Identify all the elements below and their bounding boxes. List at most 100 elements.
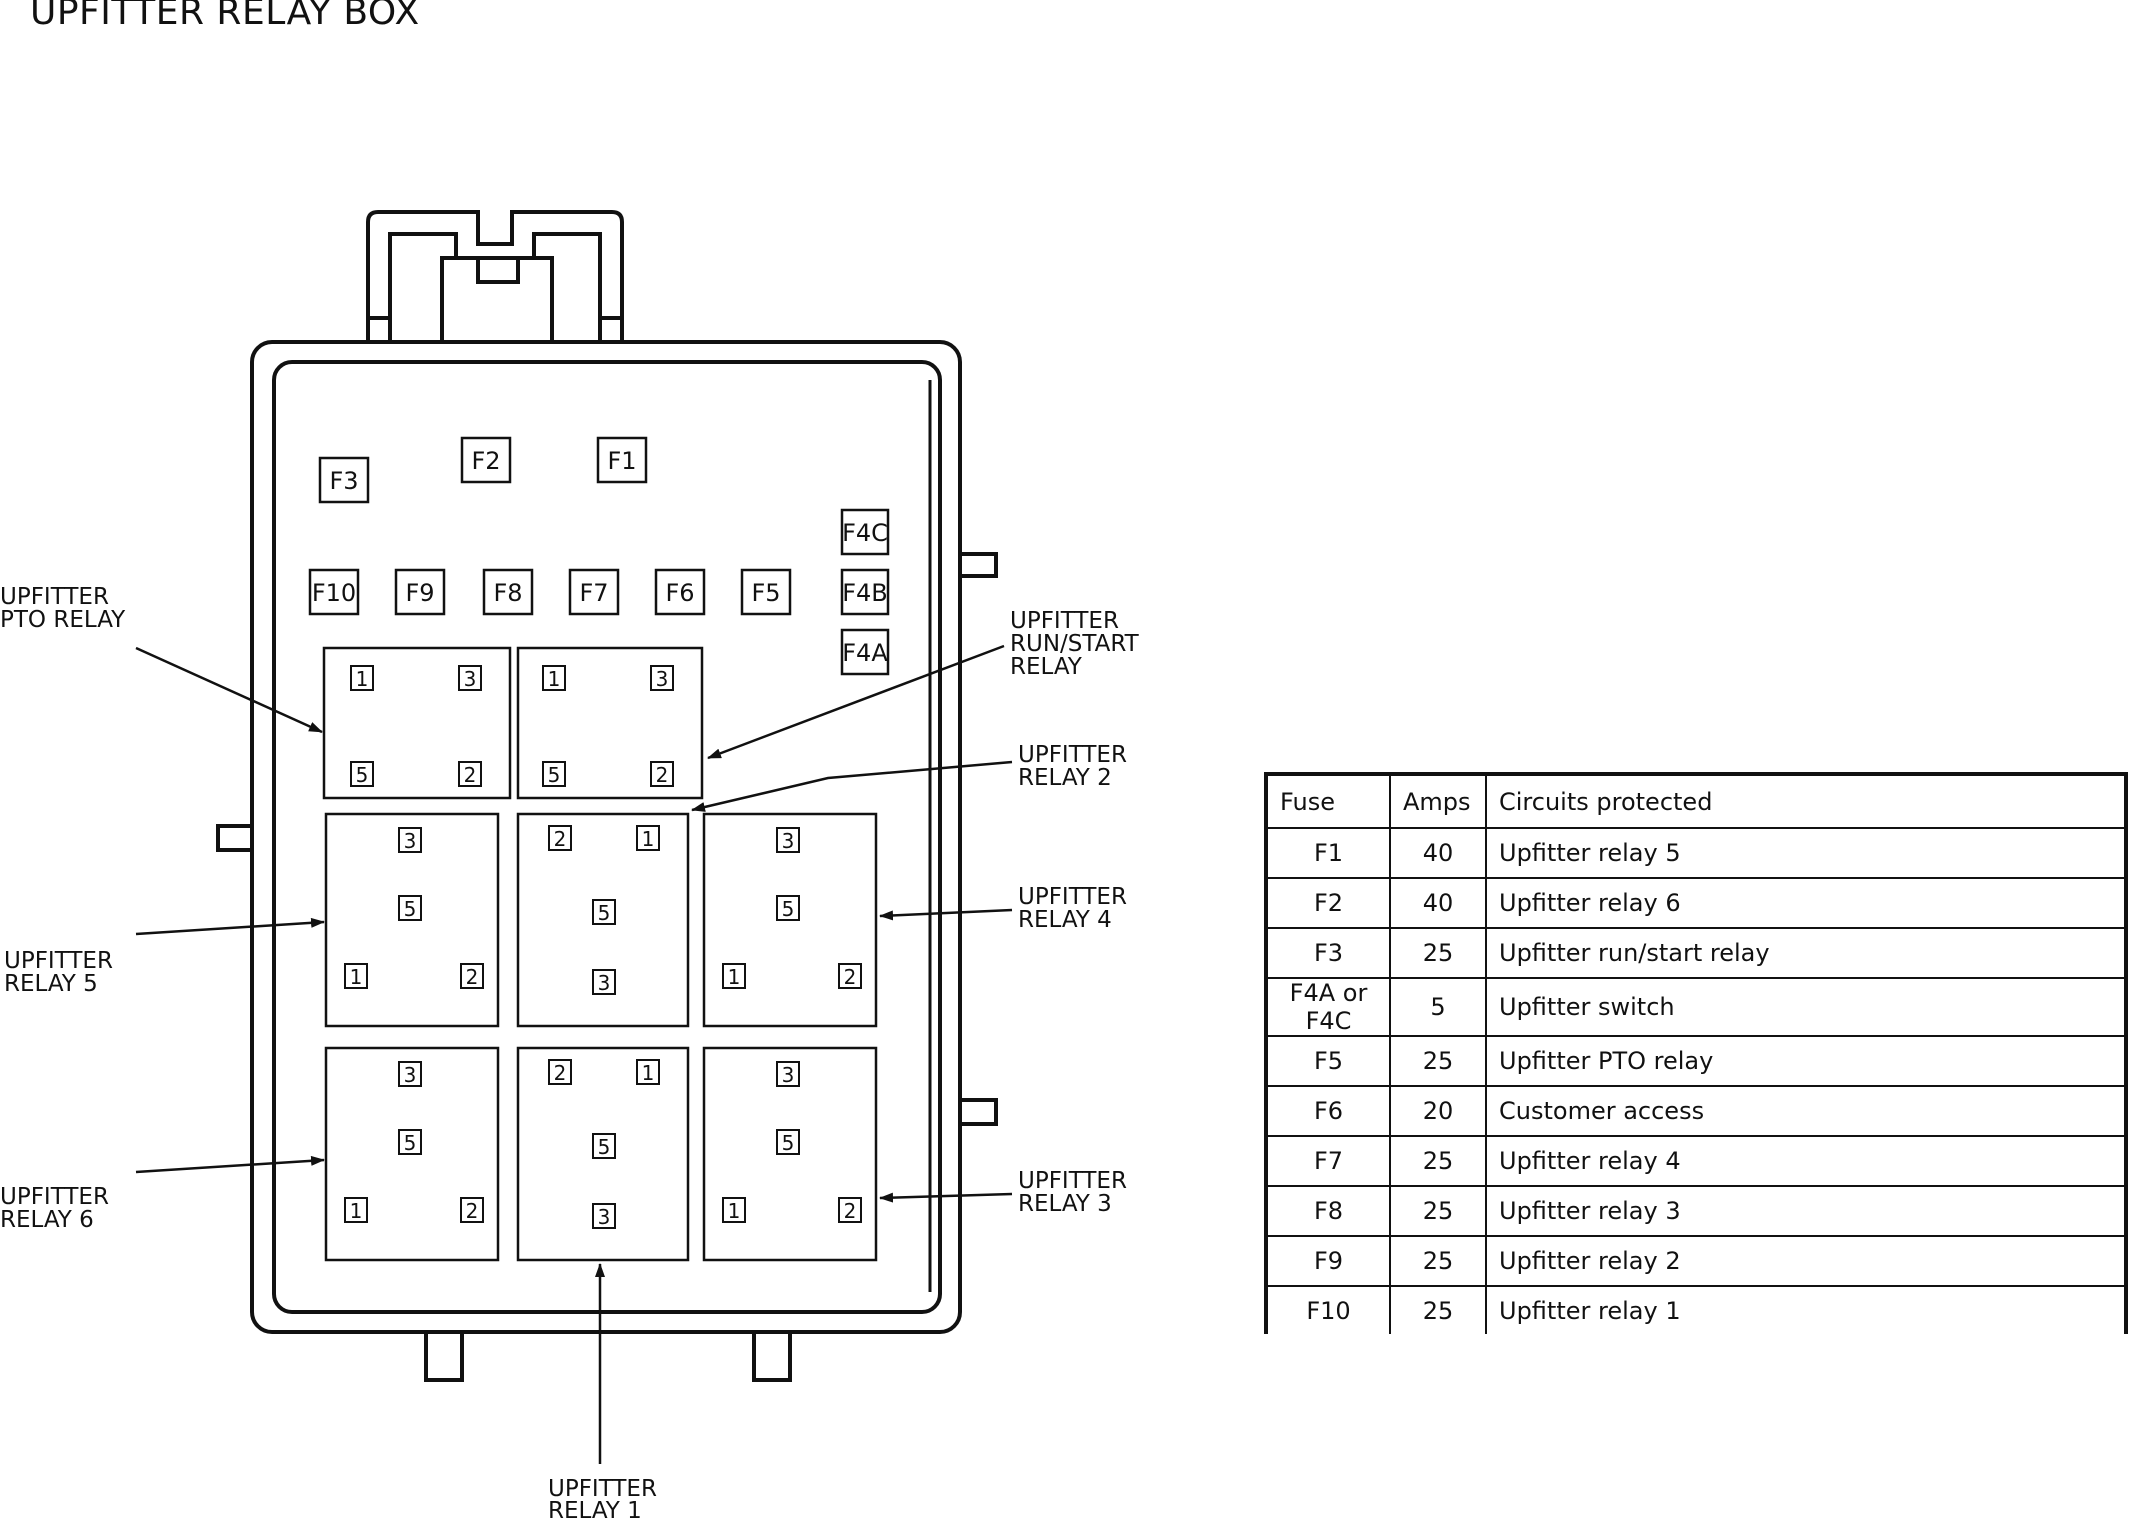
terminal-5: 5 bbox=[404, 1131, 417, 1155]
terminal-box bbox=[722, 963, 746, 989]
terminal-box bbox=[722, 1197, 746, 1223]
cell-amps: 25 bbox=[1389, 1186, 1487, 1237]
cell-circuit: Upfitter PTO relay bbox=[1486, 1036, 2126, 1087]
fuse-label: F1 bbox=[607, 447, 636, 475]
fuse-f4b: F4B bbox=[840, 568, 890, 616]
terminal-box bbox=[458, 665, 482, 691]
cell-circuit: Upfitter relay 6 bbox=[1486, 878, 2126, 929]
top-connector bbox=[366, 210, 624, 344]
callout-arrow bbox=[707, 644, 1005, 760]
terminal-3: 3 bbox=[464, 667, 477, 691]
fuse-outline bbox=[840, 628, 890, 676]
cell-fuse: F3 bbox=[1266, 928, 1390, 979]
terminal-2: 2 bbox=[466, 1199, 479, 1223]
fuse-label: F7 bbox=[579, 579, 608, 607]
terminal-box bbox=[776, 827, 800, 853]
fuse-outline bbox=[840, 568, 890, 616]
terminal-box bbox=[592, 899, 616, 925]
fuse-f8: F8 bbox=[482, 568, 534, 616]
fuse-f4a: F4A bbox=[840, 628, 890, 676]
terminal-3: 3 bbox=[656, 667, 669, 691]
terminal-5: 5 bbox=[404, 897, 417, 921]
cell-fuse: F9 bbox=[1266, 1236, 1390, 1287]
fuse-outline bbox=[740, 568, 792, 616]
terminal-3: 3 bbox=[404, 829, 417, 853]
terminal-5: 5 bbox=[356, 763, 369, 787]
cell-circuit: Customer access bbox=[1486, 1086, 2126, 1137]
fuse-f2: F2 bbox=[460, 436, 512, 484]
terminal-box bbox=[542, 761, 566, 787]
cell-fuse: F6 bbox=[1266, 1086, 1390, 1137]
terminal-5: 5 bbox=[598, 901, 611, 925]
terminal-2: 2 bbox=[554, 1061, 567, 1085]
terminal-1: 1 bbox=[350, 965, 363, 989]
header-amps: Amps bbox=[1389, 774, 1487, 829]
relay-outline bbox=[324, 812, 500, 1028]
cell-fuse: F4A or F4C bbox=[1266, 978, 1390, 1037]
fuse-label: F4A bbox=[842, 639, 888, 667]
cell-amps: 25 bbox=[1389, 1036, 1487, 1087]
callout-line: RELAY 1 bbox=[548, 1498, 642, 1520]
fuse-outline bbox=[840, 508, 890, 556]
terminal-1: 1 bbox=[642, 827, 655, 851]
page-title: UPFITTER RELAY BOX bbox=[30, 0, 420, 33]
terminal-box bbox=[344, 963, 368, 989]
callout-line: UPFITTER bbox=[1018, 742, 1127, 768]
cell-fuse: F1 bbox=[1266, 828, 1390, 879]
cell-amps: 25 bbox=[1389, 928, 1487, 979]
terminal-box bbox=[548, 825, 572, 851]
terminal-5: 5 bbox=[782, 1131, 795, 1155]
fuse-f7: F7 bbox=[568, 568, 620, 616]
terminal-5: 5 bbox=[598, 1135, 611, 1159]
cell-fuse: F2 bbox=[1266, 878, 1390, 929]
cell-amps: 40 bbox=[1389, 878, 1487, 929]
fuse-label: F8 bbox=[493, 579, 522, 607]
terminal-2: 2 bbox=[844, 1199, 857, 1223]
cell-circuit: Upfitter relay 4 bbox=[1486, 1136, 2126, 1187]
callout-arrow bbox=[691, 760, 1013, 812]
header-circuits: Circuits protected bbox=[1486, 774, 2126, 829]
relay-outline bbox=[324, 1046, 500, 1262]
terminal-2: 2 bbox=[656, 763, 669, 787]
terminal-box bbox=[548, 1059, 572, 1085]
terminal-1: 1 bbox=[350, 1199, 363, 1223]
callout-line: UPFITTER bbox=[548, 1476, 657, 1502]
relay-outline bbox=[516, 812, 690, 1028]
header-fuse: Fuse bbox=[1266, 774, 1390, 829]
cell-circuit: Upfitter relay 1 bbox=[1486, 1286, 2126, 1334]
relay-outline bbox=[702, 1046, 878, 1262]
terminal-box bbox=[398, 1061, 422, 1087]
fuse-f1: F1 bbox=[596, 436, 648, 484]
fuse-label: F2 bbox=[471, 447, 500, 475]
terminal-box bbox=[344, 1197, 368, 1223]
fuse-label: F9 bbox=[405, 579, 434, 607]
terminal-2: 2 bbox=[554, 827, 567, 851]
fuse-f4c: F4C bbox=[840, 508, 890, 556]
side-tabs bbox=[216, 552, 998, 1382]
fuse-f6: F6 bbox=[654, 568, 706, 616]
housing bbox=[250, 340, 962, 1334]
fuse-outline bbox=[596, 436, 648, 484]
terminal-box bbox=[838, 1197, 862, 1223]
terminal-box bbox=[350, 665, 374, 691]
fuse-outline bbox=[394, 568, 446, 616]
terminal-3: 3 bbox=[404, 1063, 417, 1087]
cell-fuse: F10 bbox=[1266, 1286, 1390, 1334]
fuse-label: F10 bbox=[312, 579, 356, 607]
terminal-box bbox=[398, 1129, 422, 1155]
cell-circuit: Upfitter run/start relay bbox=[1486, 928, 2126, 979]
terminal-box bbox=[542, 665, 566, 691]
relay-outline bbox=[322, 646, 512, 800]
